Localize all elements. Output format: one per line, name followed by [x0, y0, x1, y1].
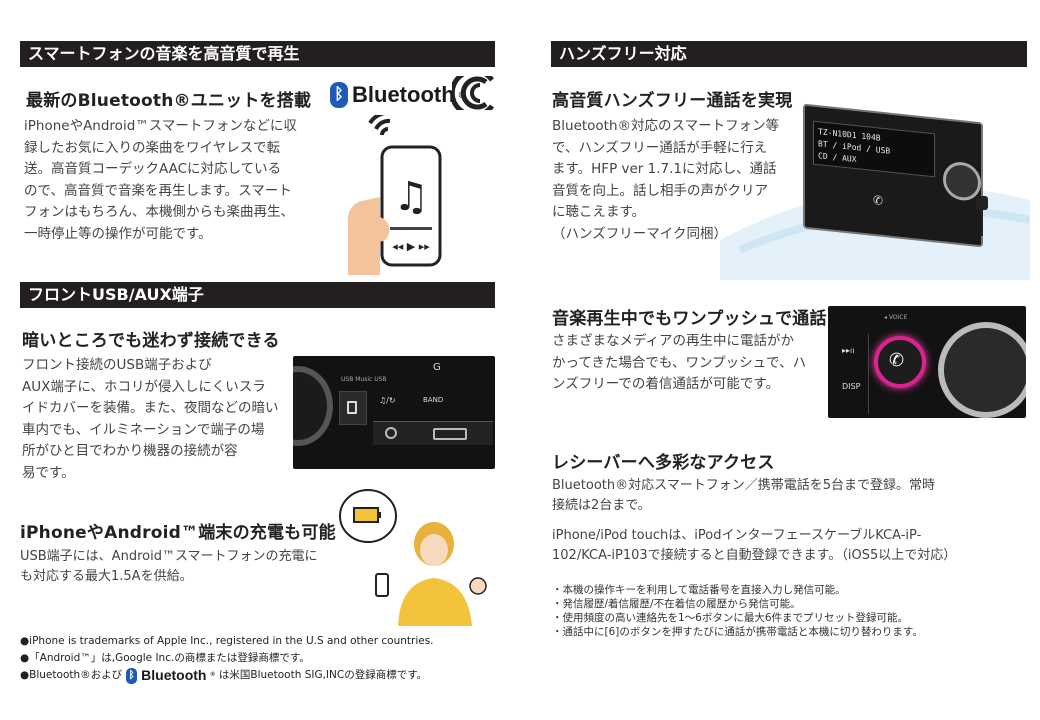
- aux-jack-icon: [385, 427, 397, 439]
- bluetooth-logo-small: ᛒ Bluetooth®: [126, 667, 215, 684]
- section-band-music: スマートフォンの音楽を高音質で再生: [20, 41, 495, 67]
- bluetooth-rune-icon: ᛒ: [330, 82, 348, 108]
- bluetooth-rune-icon: ᛒ: [126, 667, 138, 684]
- phone-icon: ✆: [873, 192, 884, 208]
- notes-list: ・本機の操作キーを利用して電話番号を直接入力し発信可能。 ・発信履歴/着信履歴/…: [552, 583, 1022, 639]
- note-item: ・通話中に[6]のボタンを押すたびに通話が携帯電話と本機に切り替わります。: [552, 626, 923, 638]
- charging-woman-illustration: [338, 486, 490, 626]
- footnote-bluetooth: ●Bluetooth®および ᛒ Bluetooth® は米国Bluetooth…: [20, 667, 428, 684]
- call-button-panel-photo: ◂ VOICE ▸▸ıı DISP ✆: [828, 306, 1026, 418]
- note-item: ・使用頻度の高い連絡先を1～6ボタンに最大6件までプリセット登録可能。: [552, 612, 909, 624]
- usb-port-icon: [433, 428, 467, 440]
- bluetooth-logo: ᛒ Bluetooth®: [330, 82, 465, 108]
- section-body-bluetooth-unit: iPhoneやAndroid™スマートフォンなどに収 録したお気に入りの楽曲をワ…: [24, 118, 297, 242]
- section-body-hq-handsfree: Bluetooth®対応のスマートフォン等 で、ハンズフリー通話が手軽に行え ま…: [552, 118, 780, 242]
- section-body-charging: USB端子には、Android™スマートフォンの充電に も対応する最大1.5Aを…: [20, 549, 318, 584]
- svg-text:♫: ♫: [393, 174, 429, 220]
- section-body-auto-register: iPhone/iPod touchは、iPodインターフェースケーブルKCA-i…: [552, 528, 957, 563]
- section-band-usb-aux: フロントUSB/AUX端子: [20, 282, 495, 308]
- smartphone-music-illustration: ♫ ◂◂ ▶ ▸▸: [340, 110, 460, 275]
- call-phone-icon: ✆: [889, 350, 905, 371]
- section-body-receiver-access: Bluetooth®対応スマートフォン／携帯電話を5台まで登録。常時 接続は2台…: [552, 478, 935, 513]
- section-title-one-push: 音楽再生中でもワンプッシュで通話: [552, 309, 827, 329]
- section-body-one-push: さまざまなメディアの再生中に電話がか かってきた場合でも、ワンプッシュで、ハ ン…: [552, 333, 807, 392]
- section-band-handsfree: ハンズフリー対応: [551, 41, 1027, 67]
- footnote-iphone: ●iPhone is trademarks of Apple Inc., reg…: [20, 635, 434, 647]
- section-title-bluetooth-unit: 最新のBluetooth®ユニットを搭載: [26, 91, 312, 111]
- note-item: ・発信履歴/着信履歴/不在着信の履歴から発信可能。: [552, 598, 801, 610]
- svg-text:◂◂ ▶ ▸▸: ◂◂ ▶ ▸▸: [392, 240, 430, 253]
- note-item: ・本機の操作キーを利用して電話番号を直接入力し発信可能。: [552, 584, 846, 596]
- footnote-android: ●「Android™」は,Google Inc.の商標または登録商標です。: [20, 652, 310, 664]
- microphone-icon: [968, 196, 994, 236]
- section-title-charging: iPhoneやAndroid™端末の充電も可能: [20, 523, 336, 543]
- section-title-receiver-access: レシーバーへ多彩なアクセス: [552, 453, 775, 473]
- usb-aux-panel-photo: USB Music USB G ♫/↻ BAND: [293, 356, 495, 469]
- file-icon: [347, 401, 357, 414]
- brand-mark-icon: [449, 68, 495, 118]
- section-body-dark-connect: フロント接続のUSB端子および AUX端子に、ホコリが侵入しにくいスラ イドカバ…: [22, 357, 279, 481]
- section-title-dark-connect: 暗いところでも迷わず接続できる: [22, 331, 280, 351]
- car-stereo-photo: TZ-N10D1 104B BT / iPod / USB CD / AUX ✆: [803, 103, 983, 248]
- section-title-hq-handsfree: 高音質ハンズフリー通話を実現: [552, 91, 793, 111]
